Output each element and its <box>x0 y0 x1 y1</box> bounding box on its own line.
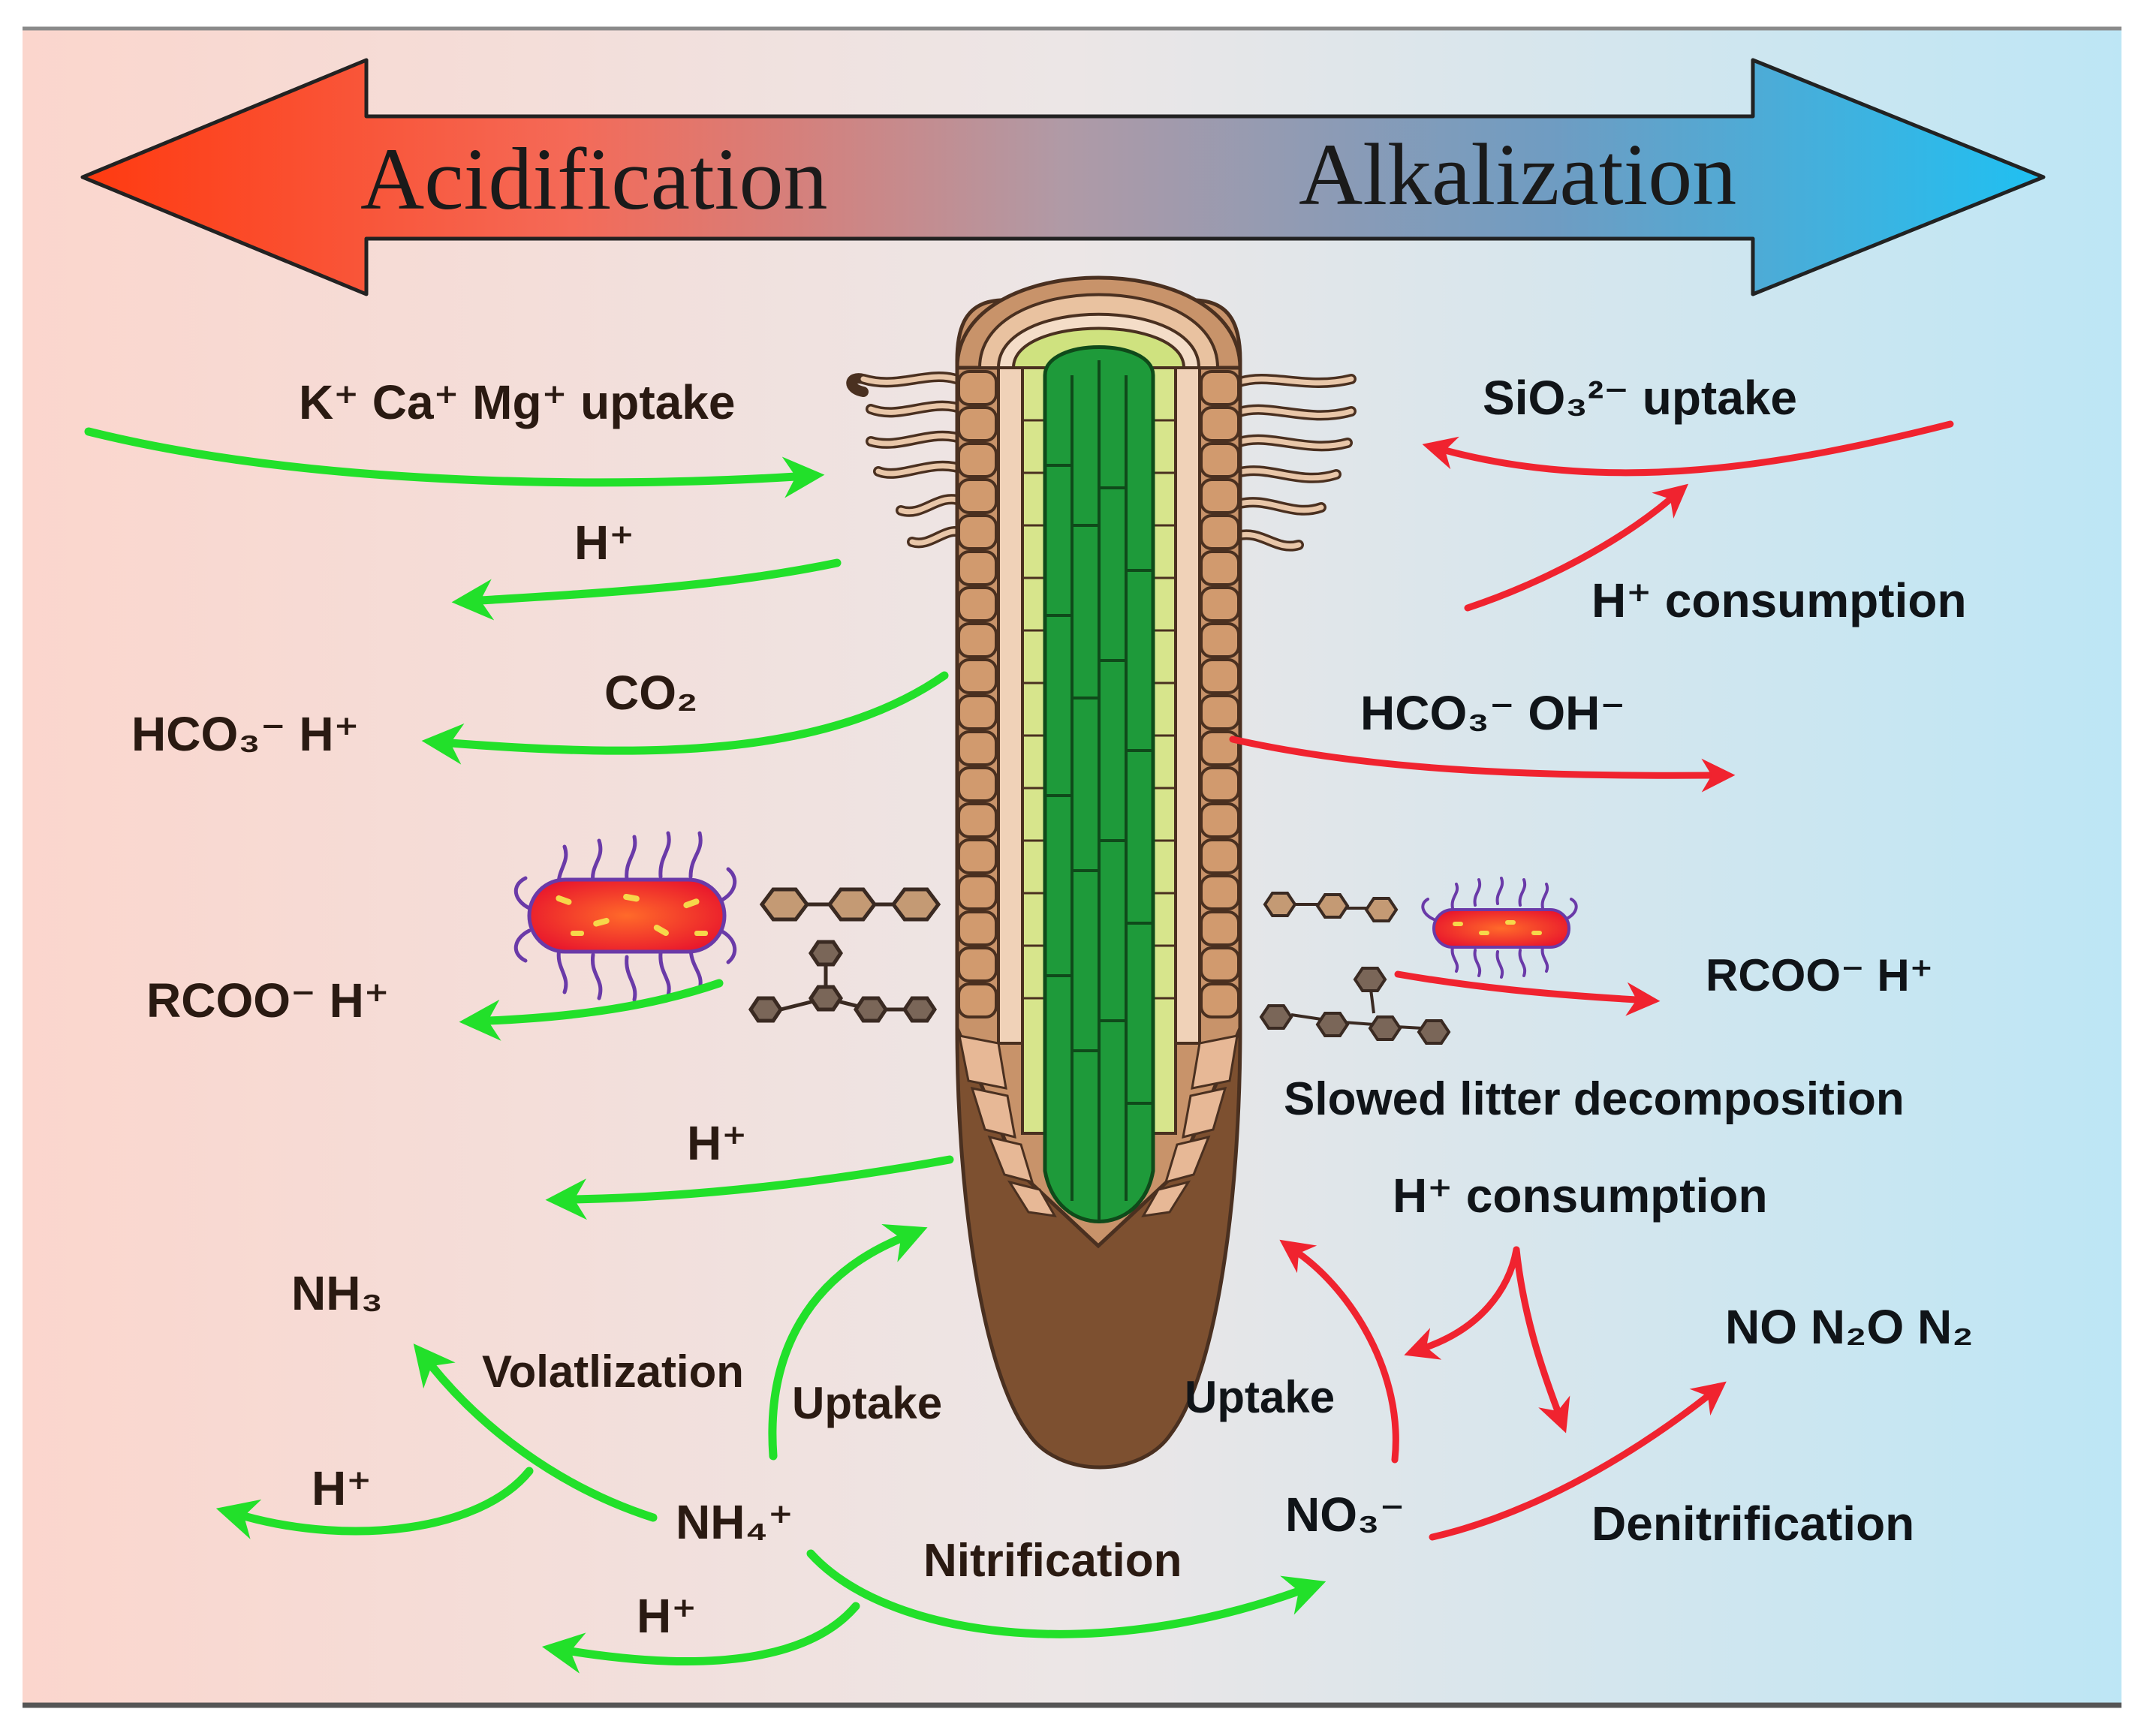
root-illustration <box>846 275 1357 1470</box>
label-kcamg-uptake: K⁺ Ca⁺ Mg⁺ uptake <box>299 375 735 429</box>
label-rcoo-left: RCOO⁻ H⁺ <box>146 973 390 1027</box>
arrow-nitrification <box>806 1549 1326 1638</box>
label-volatilization: Volatlization <box>482 1346 744 1397</box>
arrow-h-out-low <box>215 1467 534 1539</box>
label-hco3-h: HCO₃⁻ H⁺ <box>131 707 359 761</box>
label-uptake-left: Uptake <box>792 1378 942 1428</box>
label-slowed-litter: Slowed litter decomposition <box>1284 1073 1905 1125</box>
arrow-hco3-oh-out <box>1229 736 1736 793</box>
arrow-h-out-top <box>451 558 842 621</box>
arrow-nh4-uptake <box>768 1223 928 1461</box>
label-nh4: NH₄⁺ <box>676 1495 793 1549</box>
arrow-co2-out <box>421 671 949 765</box>
label-nh3: NH₃ <box>291 1266 383 1320</box>
green-arrows <box>84 427 1326 1674</box>
label-sio3-uptake: SiO₃²⁻ uptake <box>1483 371 1797 425</box>
label-no3: NO₃⁻ <box>1285 1488 1405 1542</box>
label-h-consumption-top: H⁺ consumption <box>1591 573 1967 627</box>
label-denitrification: Denitrification <box>1591 1497 1914 1551</box>
label-co2: CO₂ <box>604 666 697 720</box>
organic-molecules-right <box>1259 892 1451 1045</box>
arrow-rcoo-right <box>1394 970 1661 1016</box>
label-h-top-left: H⁺ <box>574 516 634 570</box>
arrow-h-consumption-split-left <box>1404 1246 1520 1360</box>
arrow-h-bottom <box>541 1602 860 1674</box>
bacterium-right <box>1421 877 1578 979</box>
label-hco3-oh: HCO₃⁻ OH⁻ <box>1360 686 1625 740</box>
label-nitrification: Nitrification <box>923 1535 1182 1587</box>
arrow-h-out-mid <box>545 1155 954 1220</box>
label-h-consumption-mid: H⁺ consumption <box>1393 1169 1768 1223</box>
label-h-mid-left: H⁺ <box>687 1116 747 1170</box>
acidification-label: Acidification <box>360 130 828 228</box>
arrow-volatilization <box>413 1343 658 1522</box>
arrow-denitrification <box>1429 1381 1727 1541</box>
arrow-h-consumption-split-right <box>1513 1246 1570 1434</box>
label-no-n2o-n2: NO N₂O N₂ <box>1725 1300 1974 1354</box>
label-h-low-left: H⁺ <box>312 1461 372 1515</box>
arrow-no3-uptake <box>1279 1239 1399 1464</box>
arrow-sio3-uptake <box>1422 420 1954 477</box>
arrow-h-consumption-top <box>1464 483 1689 612</box>
red-arrows <box>1229 420 1954 1541</box>
label-rcoo-right: RCOO⁻ H⁺ <box>1706 950 1933 1000</box>
arrow-rcoo-left <box>459 979 724 1041</box>
acid-alkali-double-arrow <box>80 58 2046 296</box>
label-h-bottom: H⁺ <box>637 1589 697 1643</box>
organic-molecules-left <box>748 887 941 1023</box>
arrow-kcamg-uptake <box>84 427 825 498</box>
bacterium-left <box>513 831 737 1002</box>
label-uptake-right: Uptake <box>1185 1372 1335 1422</box>
alkalization-label: Alkalization <box>1299 125 1736 224</box>
